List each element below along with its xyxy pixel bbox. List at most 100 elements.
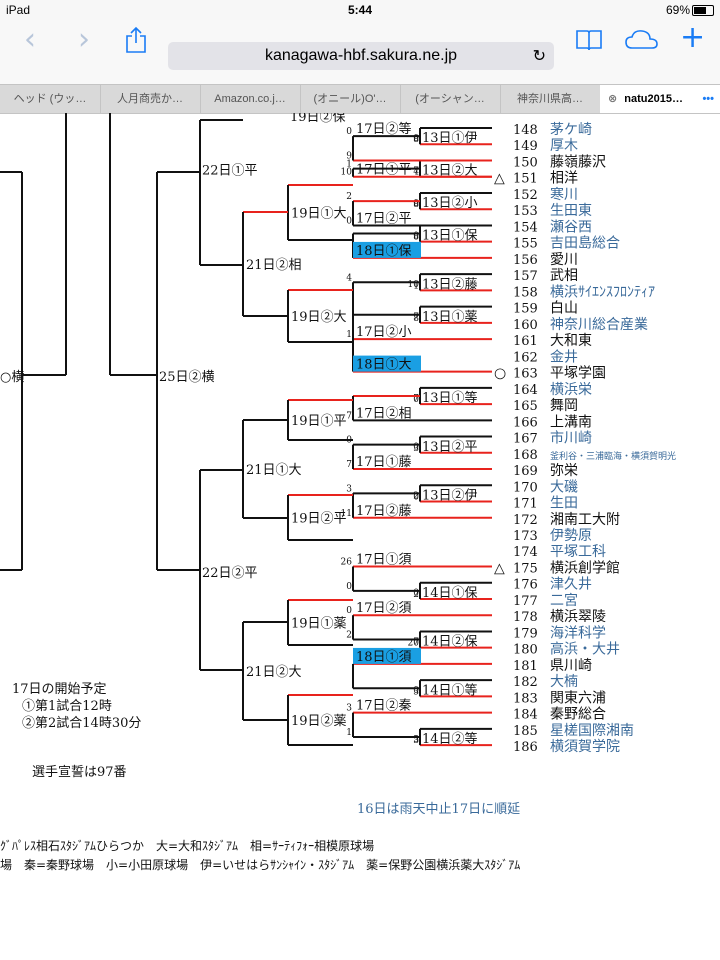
match-label: 22日①平 bbox=[202, 164, 258, 179]
score-label: 0 bbox=[413, 395, 419, 405]
team-name: 海洋科学 bbox=[550, 625, 606, 641]
score-label: 0 bbox=[413, 589, 419, 599]
team-name: 伊勢原 bbox=[550, 528, 592, 544]
match-label: 14日①等 bbox=[422, 682, 478, 698]
team-name: 関東六浦 bbox=[550, 690, 606, 706]
team-name: 神奈川総合産業 bbox=[550, 317, 648, 333]
team-number: 172 bbox=[513, 513, 538, 528]
match-label: 14日①保 bbox=[422, 586, 478, 601]
team-number: 157 bbox=[513, 269, 538, 284]
team-name: 横浜栄 bbox=[550, 382, 592, 398]
team-name: 寒川 bbox=[550, 186, 578, 203]
tab-label: 神奈川県高… bbox=[517, 93, 583, 105]
team-number: 169 bbox=[513, 464, 538, 479]
notes-line: ②第2試合14時30分 bbox=[22, 715, 141, 731]
score-label: 1 bbox=[346, 728, 352, 738]
close-tab-icon[interactable]: ⊗ bbox=[608, 92, 618, 105]
match-label: 13日②小 bbox=[422, 196, 478, 211]
highlight-box bbox=[353, 241, 421, 258]
share-icon[interactable] bbox=[124, 26, 148, 54]
score-label: 8 bbox=[413, 314, 419, 324]
team-number: 184 bbox=[513, 708, 538, 723]
match-label: 17日①平 bbox=[356, 163, 412, 178]
team-name: 横浜創学館 bbox=[550, 559, 620, 576]
team-number: 182 bbox=[513, 675, 538, 690]
team-name: 生田東 bbox=[550, 203, 592, 219]
score-label: 2 bbox=[346, 192, 352, 202]
battery-percent: 69% bbox=[665, 3, 690, 17]
score-label: 3 bbox=[413, 444, 419, 454]
back-icon[interactable]: ‹ bbox=[24, 22, 36, 57]
highlight-box bbox=[353, 355, 421, 372]
reload-icon[interactable]: ↻ bbox=[532, 46, 546, 65]
team-number: 164 bbox=[513, 383, 538, 398]
team-number: 163 bbox=[513, 367, 538, 382]
score-label: 8 bbox=[413, 135, 419, 145]
match-label: ○横 bbox=[0, 370, 24, 385]
tab-2[interactable]: 人月商売か… bbox=[100, 85, 201, 113]
tab-6[interactable]: 神奈川県高… bbox=[500, 85, 601, 113]
team-number: 176 bbox=[513, 578, 538, 593]
tab-label: (オニール)O'… bbox=[313, 93, 387, 105]
score-label: 1 bbox=[346, 330, 352, 340]
tab-7-active[interactable]: ⊗ natu2015… ••• bbox=[600, 85, 720, 113]
team-number: 178 bbox=[513, 610, 538, 625]
team-name: 藤嶺藤沢 bbox=[550, 154, 606, 170]
team-number: 174 bbox=[513, 545, 538, 560]
team-number: 177 bbox=[513, 594, 538, 609]
team-name: 相洋 bbox=[550, 171, 578, 187]
team-number: 158 bbox=[513, 285, 538, 300]
match-label: 19日②平 bbox=[291, 512, 347, 527]
team-number: 175 bbox=[513, 561, 538, 576]
new-tab-icon[interactable]: + bbox=[680, 20, 706, 55]
match-label: 18日①大 bbox=[356, 358, 412, 373]
team-name: 金井 bbox=[550, 349, 578, 365]
match-label: 17日②秦 bbox=[356, 699, 412, 714]
match-label: 19日②薬 bbox=[291, 714, 347, 729]
score-label: 7 bbox=[413, 313, 419, 323]
score-label: 0 bbox=[413, 493, 419, 503]
team-name: 吉田島総合 bbox=[550, 236, 620, 252]
team-name: 星槎国際湘南 bbox=[550, 723, 634, 739]
more-tabs-icon[interactable]: ••• bbox=[702, 93, 714, 105]
team-number: 165 bbox=[513, 399, 538, 414]
match-label: 21日①大 bbox=[246, 463, 302, 478]
team-name: 湘南工大附 bbox=[550, 512, 620, 528]
result-mark: ○ bbox=[494, 366, 506, 382]
bookmarks-icon[interactable] bbox=[575, 28, 603, 52]
score-label: 10 bbox=[341, 168, 353, 178]
cloud-tabs-icon[interactable] bbox=[624, 28, 660, 52]
team-name: 横須賀学院 bbox=[550, 739, 620, 755]
score-label: 0 bbox=[413, 199, 419, 209]
tab-3[interactable]: Amazon.co.j… bbox=[200, 85, 301, 113]
tab-4[interactable]: (オニール)O'… bbox=[300, 85, 401, 113]
device-label: iPad bbox=[6, 3, 31, 17]
score-label: 3 bbox=[346, 704, 352, 714]
team-number: 166 bbox=[513, 415, 538, 430]
match-label: 19日①平 bbox=[291, 414, 347, 429]
team-number: 149 bbox=[513, 139, 538, 154]
score-label: 3 bbox=[413, 736, 419, 746]
team-name: 大磯 bbox=[550, 479, 578, 495]
team-number: 162 bbox=[513, 350, 538, 365]
team-name: 瀬谷西 bbox=[550, 219, 592, 235]
result-mark: △ bbox=[494, 171, 505, 187]
match-label: 13日①等 bbox=[422, 390, 478, 406]
highlight-box bbox=[353, 647, 421, 664]
score-label: 7 bbox=[413, 637, 419, 647]
tab-label: 人月商売か… bbox=[117, 93, 183, 105]
match-label: 13日①薬 bbox=[422, 310, 478, 325]
score-label: 0 bbox=[413, 231, 419, 241]
team-name: 愛川 bbox=[550, 252, 578, 268]
score-label: 7 bbox=[346, 460, 352, 470]
score-label: 0 bbox=[346, 216, 352, 226]
team-name: 横浜翠陵 bbox=[550, 609, 606, 625]
forward-icon[interactable]: › bbox=[78, 22, 90, 57]
tab-5[interactable]: (オーシャン… bbox=[400, 85, 501, 113]
tab-1[interactable]: ヘッド (ウッ… bbox=[0, 85, 101, 113]
team-name: 大楠 bbox=[550, 674, 578, 690]
team-name: 弥栄 bbox=[550, 462, 578, 479]
match-label: 17日②藤 bbox=[356, 504, 412, 519]
url-bar[interactable]: kanagawa-hbf.sakura.ne.jp ↻ bbox=[168, 42, 554, 70]
match-label: 21日②大 bbox=[246, 665, 302, 680]
